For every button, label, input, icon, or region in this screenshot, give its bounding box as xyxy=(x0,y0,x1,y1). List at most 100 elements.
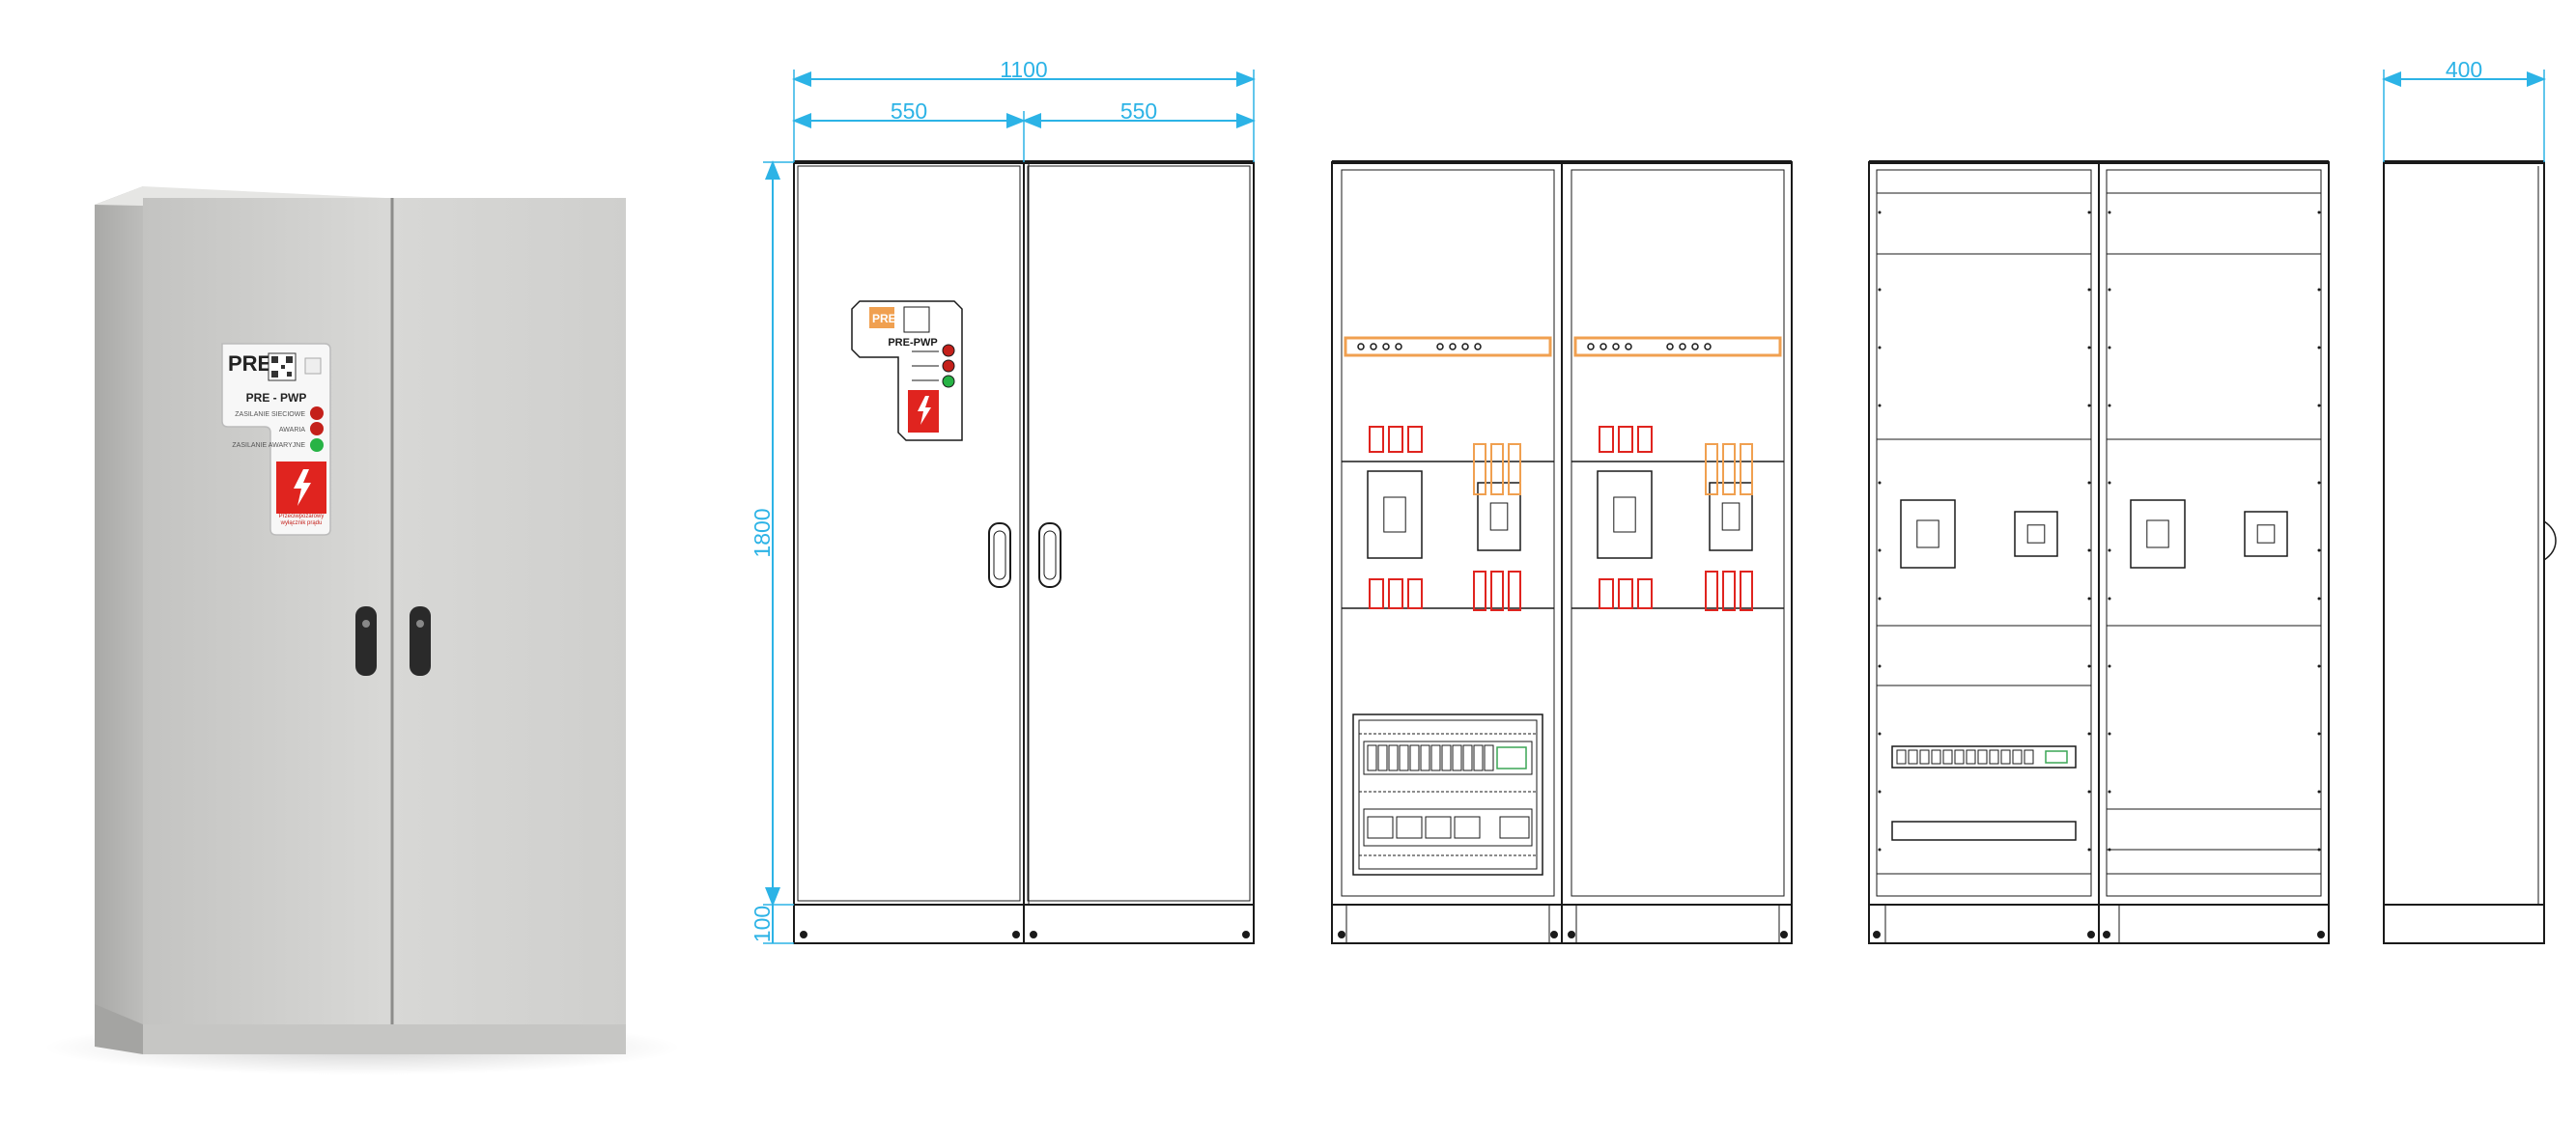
cabinet-front xyxy=(143,198,626,1024)
mcb-module xyxy=(1919,749,1930,765)
terminal-red xyxy=(1740,571,1753,611)
interior-view-1-components xyxy=(1357,343,1753,839)
mcb-module xyxy=(2000,749,2011,765)
mcb-module xyxy=(1908,749,1918,765)
terminal-red xyxy=(1637,426,1653,453)
terminal-red xyxy=(1508,571,1521,611)
circuit-breaker xyxy=(1597,470,1653,559)
mounting-hole xyxy=(2317,210,2321,214)
mounting-hole xyxy=(2087,732,2091,736)
pwp-label-plate: PRE PRE - PWP ZASILANIE SIECIOWE AWARIA … xyxy=(221,343,331,536)
mounting-hole xyxy=(1878,597,1882,601)
busbar-bolt xyxy=(1599,343,1607,350)
side-handle xyxy=(2543,520,2557,561)
mounting-hole xyxy=(2087,548,2091,552)
mounting-hole xyxy=(2108,664,2111,668)
mounting-hole xyxy=(1878,346,1882,350)
mounting-hole xyxy=(1878,848,1882,852)
mounting-hole xyxy=(2317,346,2321,350)
front-dimensions: 1100 550 550 1800 100 xyxy=(750,57,1256,944)
interior-view-2-components xyxy=(1878,210,2321,852)
interior-view-busbars xyxy=(1331,160,1793,944)
lightning-bolt-icon xyxy=(918,396,931,425)
mounting-hole xyxy=(2108,548,2111,552)
mounting-hole xyxy=(2108,848,2111,852)
mounting-hole xyxy=(2087,481,2091,485)
plinth-front xyxy=(143,1024,626,1054)
mounting-hole xyxy=(1878,790,1882,794)
brand-badge xyxy=(869,307,894,328)
busbar-bolt xyxy=(1395,343,1402,350)
mounting-hole xyxy=(2317,664,2321,668)
busbar-strip xyxy=(1344,336,1782,357)
seal-square xyxy=(304,357,322,375)
terminal-red xyxy=(1473,571,1486,611)
cabinet-photo: PRE PRE - PWP ZASILANIE SIECIOWE AWARIA … xyxy=(43,186,681,1075)
terminal-red xyxy=(1599,578,1614,609)
product-name: PRE-PWP xyxy=(888,337,937,349)
mcb-module xyxy=(1367,744,1377,771)
relay-module xyxy=(1396,816,1423,839)
mounting-hole xyxy=(2108,597,2111,601)
mounting-hole xyxy=(2087,664,2091,668)
mounting-hole xyxy=(1878,288,1882,292)
mounting-hole xyxy=(2087,288,2091,292)
door-handle-icon xyxy=(1038,522,1062,588)
cabinet-side-face xyxy=(95,186,143,1050)
mounting-hole xyxy=(2087,210,2091,214)
busbar-bolt xyxy=(1357,343,1365,350)
product-name: PRE - PWP xyxy=(246,391,307,405)
terminal-orange xyxy=(1473,443,1486,495)
mounting-hole xyxy=(2317,404,2321,407)
breaker-toggle xyxy=(2026,524,2046,544)
mcb-module xyxy=(2012,749,2023,765)
lock-icon xyxy=(416,620,424,628)
side-view-outline xyxy=(2383,161,2545,944)
mcb-module xyxy=(1441,744,1452,771)
busbar-bolt xyxy=(1461,343,1469,350)
mounting-hole xyxy=(2108,210,2111,214)
mcb-module xyxy=(1484,744,1494,771)
mounting-hole xyxy=(2317,481,2321,485)
side-view xyxy=(2383,160,2557,944)
warning-caption: Przeciwpożarowy wyłącznik prądu xyxy=(279,514,325,526)
distribution-module xyxy=(1352,713,1543,876)
relay-module xyxy=(1425,816,1452,839)
indicator-lamp-red xyxy=(942,359,955,373)
terminal-orange xyxy=(1705,443,1718,495)
terminal-orange xyxy=(1722,443,1736,495)
circuit-breaker xyxy=(2130,499,2186,569)
busbar-bolt xyxy=(1612,343,1620,350)
blank-plate xyxy=(1891,821,2077,841)
mounting-hole xyxy=(2317,732,2321,736)
mcb-module xyxy=(1462,744,1473,771)
lock-icon xyxy=(362,620,370,628)
mcb-module xyxy=(1399,744,1409,771)
mounting-hole xyxy=(1878,732,1882,736)
busbar-bolt xyxy=(1449,343,1457,350)
front-label-plate: PRE PRE-PWP xyxy=(851,300,963,441)
busbar-bolt xyxy=(1370,343,1377,350)
interior-view-panels xyxy=(1868,160,2330,944)
busbar-bolt xyxy=(1625,343,1632,350)
lightning-bolt-icon xyxy=(294,469,311,506)
indicator-lamp-red xyxy=(310,422,324,435)
breaker-toggle xyxy=(2256,524,2276,544)
circuit-breaker xyxy=(2244,511,2288,557)
indicator-lamp-red xyxy=(310,406,324,420)
mounting-hole xyxy=(1878,404,1882,407)
plinth-side xyxy=(95,1004,143,1054)
circuit-breaker xyxy=(1900,499,1956,569)
terminal-red xyxy=(1705,571,1718,611)
door-handle-icon xyxy=(988,522,1011,588)
terminal-red xyxy=(1407,578,1423,609)
circuit-breaker xyxy=(1477,482,1521,551)
qr-code-icon xyxy=(903,306,930,333)
mounting-hole xyxy=(2087,790,2091,794)
mounting-hole xyxy=(2087,848,2091,852)
brand-logo: PRE xyxy=(872,312,896,325)
terminal-red xyxy=(1388,578,1403,609)
breaker-toggle xyxy=(1489,502,1509,531)
